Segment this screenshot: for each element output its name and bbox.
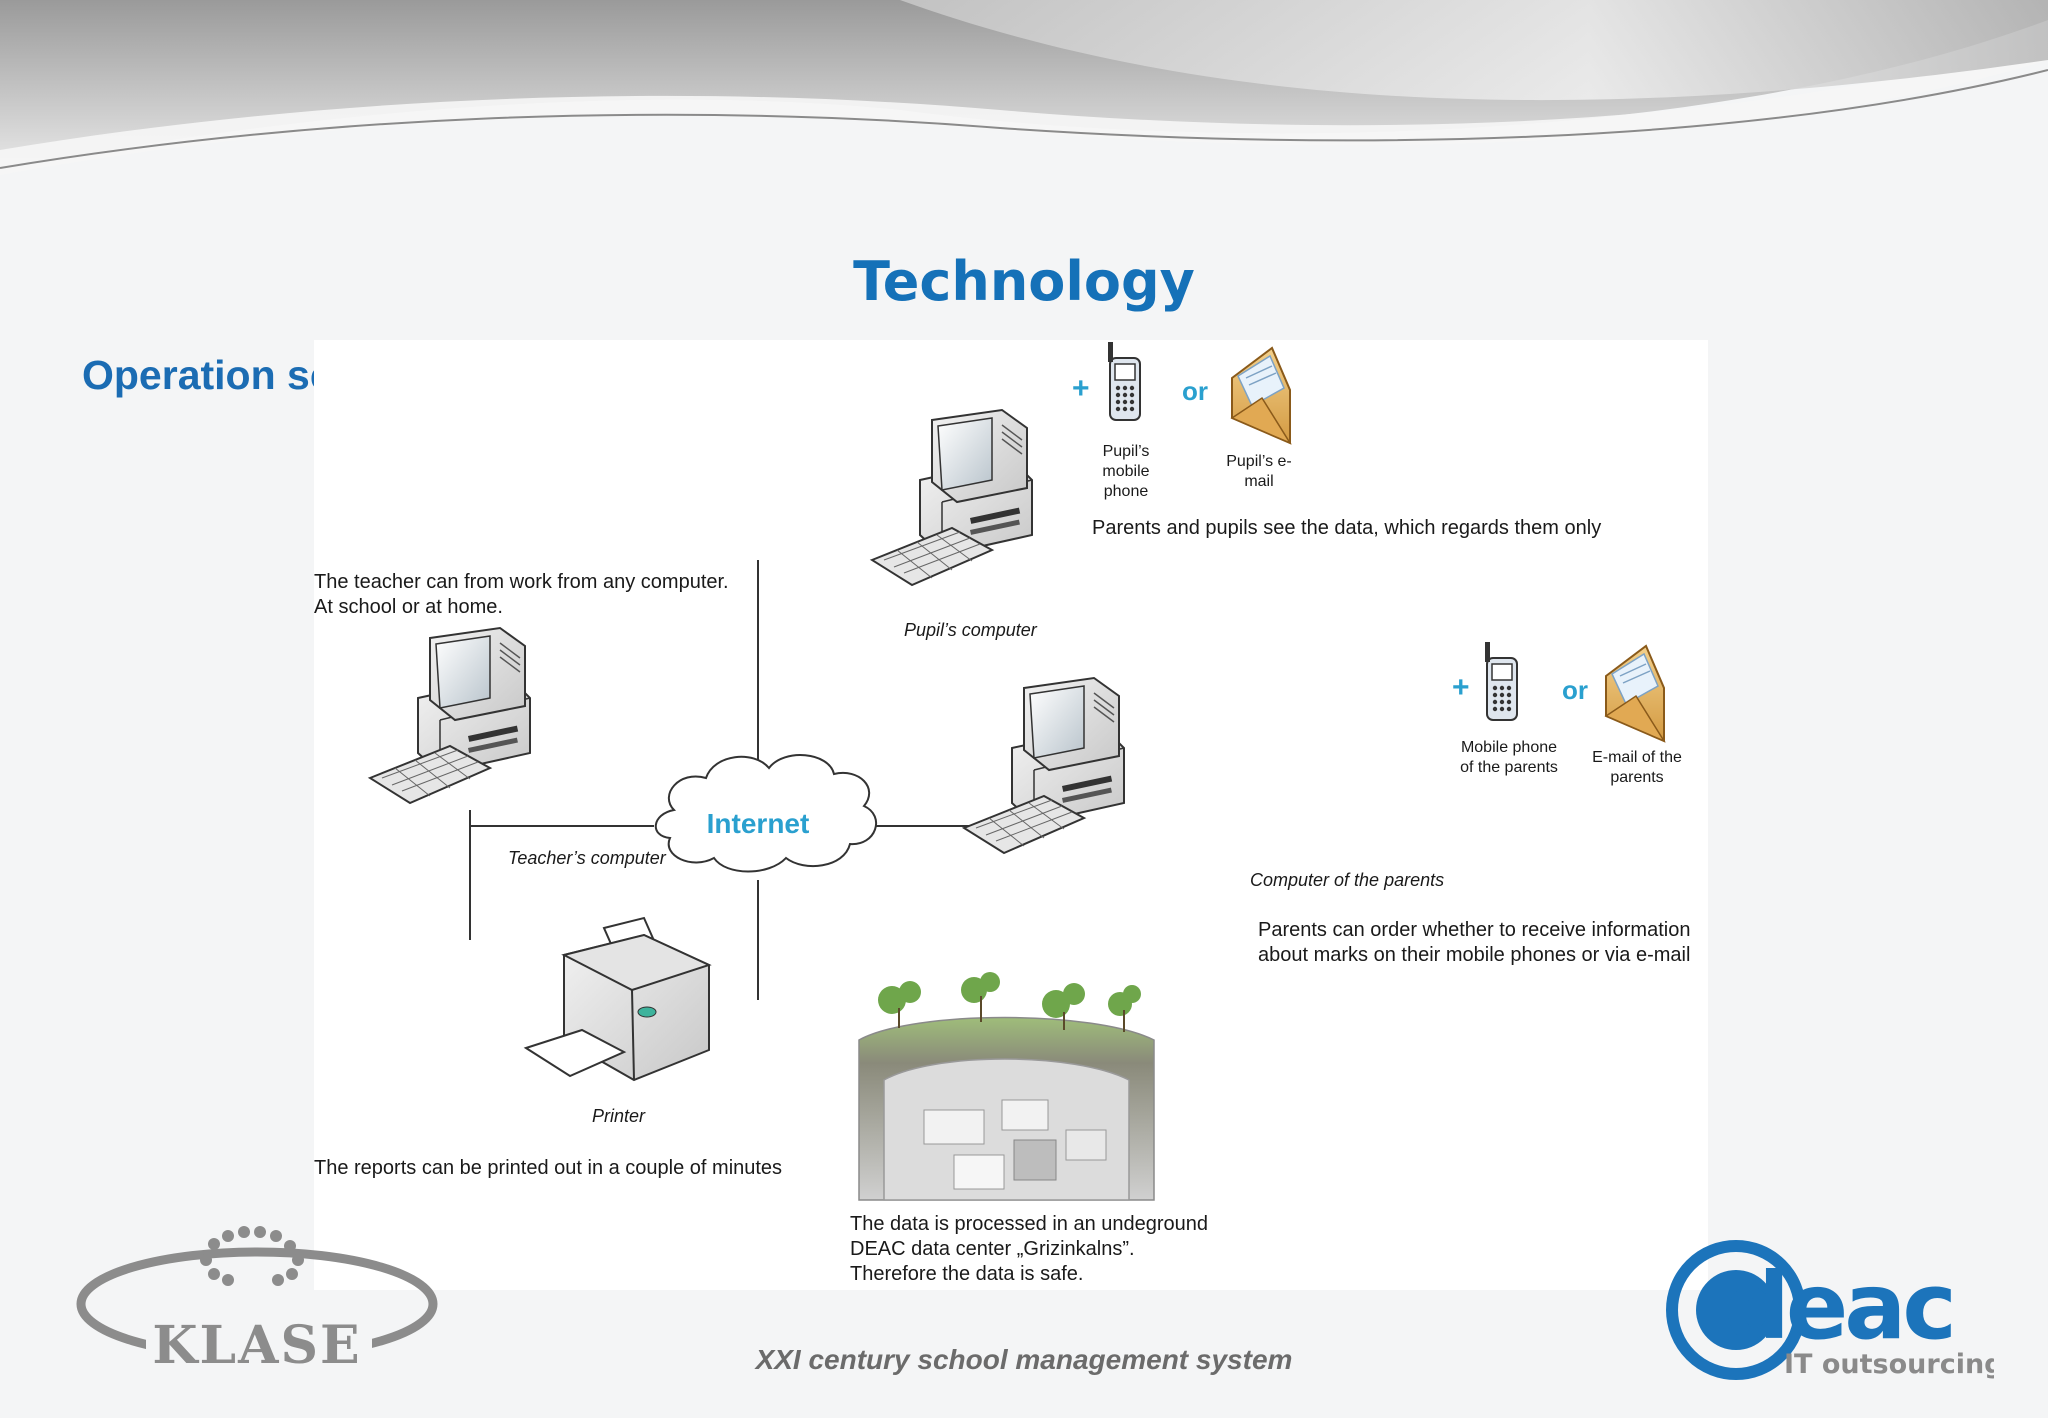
teacher-computer-icon — [369, 627, 531, 804]
pupil-computer-icon — [871, 409, 1033, 586]
datacenter-note-line1: The data is processed in an undeground — [850, 1213, 1209, 1235]
parents-computer-icon — [963, 677, 1125, 854]
footer-tagline: XXI century school management system — [755, 1344, 1293, 1375]
parents-or-label: or — [1562, 675, 1588, 705]
printer-icon — [523, 916, 712, 1082]
parents-note-line1: Parents can order whether to receive inf… — [1258, 919, 1691, 941]
datacenter-note-line3: Therefore the data is safe. — [850, 1263, 1084, 1285]
pupil-or-label: or — [1182, 376, 1208, 406]
internet-cloud-icon — [654, 754, 878, 873]
internet-label: Internet — [706, 808, 810, 839]
teacher-computer-caption: Teacher’s computer — [508, 848, 666, 868]
parents-email-icon — [1605, 645, 1665, 742]
pupil-plus-icon: + — [1072, 372, 1090, 405]
datacenter-illustration — [858, 972, 1155, 1201]
parents-phone-label: Mobile phone of the parents — [1460, 739, 1558, 776]
deac-logo-text: deac — [1724, 1253, 1953, 1360]
parents-phone-icon — [1484, 641, 1518, 721]
pupil-email-icon — [1231, 347, 1291, 444]
teacher-note-line2: At school or at home. — [314, 596, 503, 618]
pupil-email-label: Pupil’s e-mail — [1226, 453, 1292, 490]
deac-logo: deac IT outsourcing — [1666, 1240, 1994, 1380]
printer-note: The reports can be printed out in a coup… — [314, 1157, 783, 1179]
operation-scheme-diagram: + or + or — [314, 340, 1708, 1290]
parents-email-label: E-mail of the parents — [1592, 749, 1682, 786]
teacher-note-line1: The teacher can from work from any compu… — [314, 571, 729, 593]
pupil-phone-icon — [1107, 341, 1141, 421]
parents-note-line2: about marks on their mobile phones or vi… — [1258, 944, 1691, 966]
pupil-phone-label: Pupil’s mobile phone — [1102, 443, 1150, 500]
pupil-note: Parents and pupils see the data, which r… — [1092, 517, 1602, 539]
header-wave-decoration — [0, 0, 2048, 175]
deac-logo-subtext: IT outsourcing — [1784, 1349, 1994, 1380]
pupil-computer-caption: Pupil’s computer — [904, 620, 1037, 640]
parents-plus-icon: + — [1452, 671, 1470, 704]
klase-logo: KLASE — [76, 1226, 438, 1372]
datacenter-note-line2: DEAC data center „Grizinkalns”. — [850, 1238, 1135, 1260]
slide-title: Technology — [853, 250, 1195, 313]
printer-caption: Printer — [592, 1106, 646, 1126]
klase-logo-text: KLASE — [152, 1315, 361, 1372]
parents-computer-caption: Computer of the parents — [1250, 870, 1445, 890]
